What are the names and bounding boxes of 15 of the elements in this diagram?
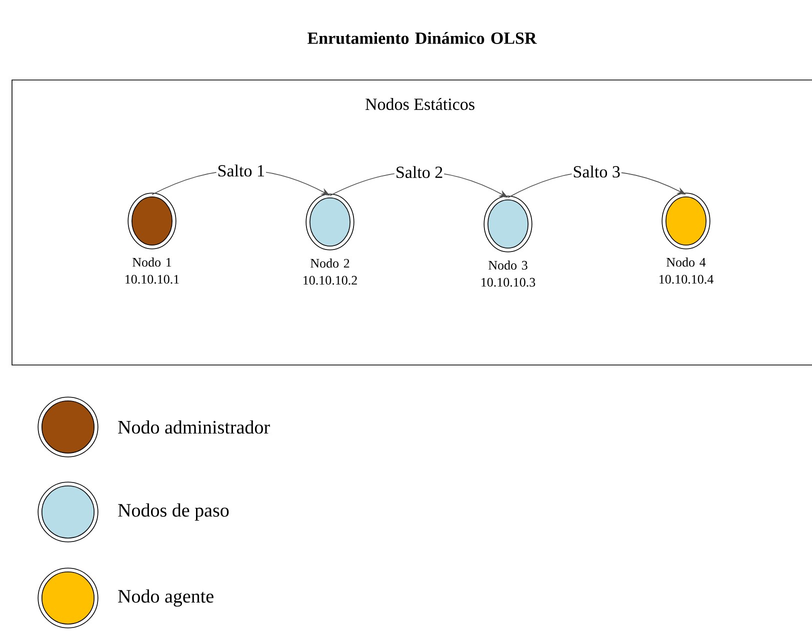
title: Enrutamiento Dinámico OLSR	[308, 32, 537, 44]
edge-label: Salto 2	[396, 166, 442, 178]
legend-text: Nodos de paso	[118, 503, 229, 521]
node-label: Nodo 3 10.10.10.3	[482, 260, 536, 287]
node-label: Nodo 1 10.10.10.1	[126, 258, 179, 284]
node-circle	[128, 192, 176, 250]
node-circle	[306, 194, 354, 250]
edge-label: Salto 1	[218, 164, 264, 177]
legend-text: Nodo agente	[118, 589, 214, 607]
node-circle	[662, 192, 710, 250]
node-label: Nodo 4 10.10.10.4	[660, 258, 714, 284]
edge-label: Salto 3	[574, 166, 620, 178]
legend-text: Nodo administrador	[118, 420, 270, 434]
node-circle	[484, 196, 532, 252]
node-label: Nodo 2 10.10.10.2	[304, 258, 357, 285]
